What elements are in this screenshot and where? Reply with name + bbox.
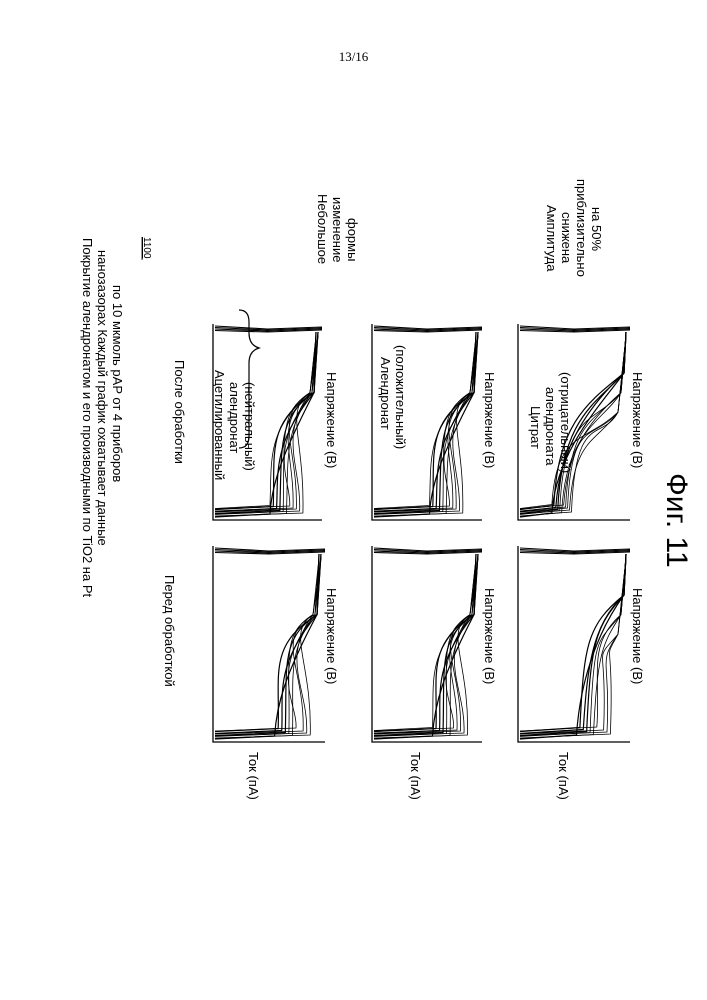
column-header-after: После обработки <box>172 360 187 464</box>
iv-trace <box>520 558 626 736</box>
plot-row-3-before <box>518 546 630 742</box>
treatment-label-2-line-1: Алендронат <box>378 357 393 430</box>
iv-trace <box>215 554 319 732</box>
note-shape-change-line-3: формы <box>345 218 360 261</box>
y-axis-label-row-2: Ток (пА) <box>408 752 423 800</box>
x-axis-label-r1-after: Напряжение (В) <box>324 372 339 468</box>
column-header-before: Перед обработкой <box>162 575 177 687</box>
plot-row-1-before <box>213 546 325 742</box>
treatment-label-1-line-3: (нейтральный) <box>242 382 257 471</box>
iv-trace <box>215 554 321 734</box>
x-axis-label-r1-before: Напряжение (В) <box>324 588 339 684</box>
plot-axes <box>213 546 325 742</box>
figure-title-line-2: нанозазорах Каждый график охватывает дан… <box>95 250 110 546</box>
figure-title-line-1: Покрытие алендронатом и его производными… <box>80 238 95 597</box>
iv-trace <box>374 554 478 734</box>
figure-reference: 1100 <box>141 237 152 259</box>
iv-trace <box>215 558 321 734</box>
note-amplitude-line-3: приблизительно <box>574 179 589 277</box>
note-amplitude-line-4: на 50% <box>589 207 604 251</box>
iv-trace <box>374 556 476 731</box>
treatment-label-1-line-2: алендронат <box>227 382 242 453</box>
iv-trace <box>374 556 476 737</box>
shape-change-brace <box>240 320 249 356</box>
treatment-label-2-line-2: (положительный) <box>393 345 408 449</box>
iv-trace <box>374 554 476 732</box>
treatment-label-1-line-1: Ацетилированный <box>212 370 227 480</box>
iv-trace <box>215 558 319 736</box>
iv-trace <box>520 556 626 737</box>
iv-trace <box>215 556 319 737</box>
plot-axes <box>518 546 630 742</box>
iv-trace <box>520 558 626 734</box>
note-amplitude-line-2: снижена <box>559 212 574 264</box>
iv-trace <box>374 558 476 731</box>
note-amplitude-line-1: Амплитуда <box>544 205 559 272</box>
plot-axes <box>372 546 482 742</box>
iv-trace <box>215 554 319 736</box>
figure-label: Фиг. 11 <box>660 473 693 568</box>
rotated-figure: Покрытие алендронатом и его производными… <box>80 179 693 800</box>
note-shape-change-line-1: Небольшое <box>315 194 330 264</box>
treatment-label-3-line-2: алендроната <box>543 387 558 466</box>
x-axis-label-r2-before: Напряжение (В) <box>482 588 497 684</box>
treatment-label-3-line-1: Цитрат <box>528 406 543 449</box>
iv-trace <box>215 556 319 731</box>
iv-trace <box>374 556 478 733</box>
x-axis-label-r3-before: Напряжение (В) <box>630 588 645 684</box>
y-axis-label-row-1: Ток (пА) <box>246 752 261 800</box>
plot-row-2-before <box>372 546 482 742</box>
iv-trace <box>520 554 626 736</box>
iv-trace <box>374 554 476 736</box>
iv-trace <box>374 558 476 736</box>
y-axis-label-row-3: Ток (пА) <box>556 752 571 800</box>
figure-title-line-3: по 10 мкмоль pAP от 4 приборов <box>110 285 125 482</box>
x-axis-label-r2-after: Напряжение (В) <box>482 372 497 468</box>
x-axis-label-r3-after: Напряжение (В) <box>630 372 645 468</box>
note-shape-change-line-2: изменение <box>330 197 345 262</box>
